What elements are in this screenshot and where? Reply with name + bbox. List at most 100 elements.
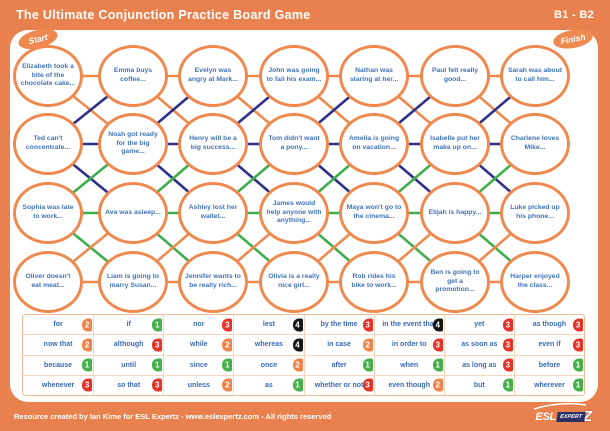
conjunction-word: in case bbox=[327, 341, 351, 349]
board-space: Liam is going to marry Susan... bbox=[98, 251, 168, 313]
points-badge: 1 bbox=[152, 358, 163, 372]
conjunction-word: but bbox=[473, 381, 485, 389]
conjunction-word: nor bbox=[193, 321, 205, 329]
board-space: Ted can't concentrate... bbox=[13, 113, 83, 175]
conjunction-word: even though bbox=[388, 381, 430, 389]
board-space: Harper enjoyed the class... bbox=[500, 251, 570, 313]
conjunction-cell: although 3 bbox=[93, 335, 163, 355]
points-badge: 3 bbox=[502, 338, 513, 352]
conjunction-cell: unless 2 bbox=[163, 375, 233, 395]
board-space: Sophia was late to work... bbox=[13, 182, 83, 244]
board-space: Elijah is happy... bbox=[420, 182, 490, 244]
points-badge: 2 bbox=[432, 378, 443, 392]
esl-expertz-logo: ESL EXPERT Z bbox=[534, 402, 592, 425]
conjunction-word: until bbox=[121, 361, 137, 369]
conjunction-word: because bbox=[44, 361, 73, 369]
points-badge: 3 bbox=[82, 378, 93, 392]
points-badge: 2 bbox=[222, 378, 233, 392]
board-space: Tom didn't want a pony... bbox=[259, 113, 329, 175]
board-space: Amelia is going on vacation... bbox=[339, 113, 409, 175]
board-space: Ava was asleep... bbox=[98, 182, 168, 244]
board-space: Isabelle put her make up on... bbox=[420, 113, 490, 175]
conjunction-word: lest bbox=[262, 321, 275, 329]
points-badge: 3 bbox=[573, 338, 583, 352]
points-badge: 2 bbox=[82, 318, 93, 332]
points-badge: 2 bbox=[362, 338, 373, 352]
conjunction-word: even if bbox=[538, 341, 561, 349]
conjunction-word: in order to bbox=[391, 341, 427, 349]
conjunction-word: by the time bbox=[320, 321, 358, 329]
board-space: Sarah was about to call him... bbox=[500, 45, 570, 107]
conjunction-word: once bbox=[260, 361, 278, 369]
conjunction-cell: since 1 bbox=[163, 355, 233, 375]
conjunction-cell: now that 2 bbox=[23, 335, 93, 354]
board-space: Nathan was staring at her... bbox=[339, 45, 409, 107]
conjunction-word: wherever bbox=[534, 381, 565, 389]
conjunction-word: as though bbox=[532, 321, 567, 329]
board-space: Ben is going to get a promotion... bbox=[420, 251, 490, 313]
points-badge: 3 bbox=[362, 318, 373, 332]
points-badge: 1 bbox=[432, 358, 443, 372]
board-space: James would help anyone with anything... bbox=[259, 182, 329, 244]
board-space: Elizabeth took a bite of the chocolate c… bbox=[13, 45, 83, 107]
board-space: Maya won't go to the cinema... bbox=[339, 182, 409, 244]
header: The Ultimate Conjunction Practice Board … bbox=[0, 0, 610, 30]
points-badge: 3 bbox=[152, 338, 163, 352]
points-badge: 4 bbox=[292, 318, 303, 332]
board-space: Rob rides his bike to work... bbox=[339, 251, 409, 313]
page-title: The Ultimate Conjunction Practice Board … bbox=[16, 8, 311, 22]
points-badge: 1 bbox=[362, 358, 373, 372]
conjunction-word: while bbox=[190, 341, 208, 349]
conjunction-cell: wherever 1 bbox=[513, 375, 584, 395]
board-space: Paul felt really good... bbox=[420, 45, 490, 107]
conjunction-word: unless bbox=[187, 381, 210, 389]
conjunction-word: although bbox=[113, 341, 144, 349]
board-space: Olivia is a really nice girl... bbox=[259, 251, 329, 313]
conjunction-word: if bbox=[126, 321, 131, 329]
points-badge: 1 bbox=[573, 378, 583, 392]
points-badge: 1 bbox=[152, 318, 163, 332]
points-badge: 3 bbox=[222, 318, 233, 332]
conjunction-word: since bbox=[189, 361, 208, 369]
conjunction-word: after bbox=[331, 361, 347, 369]
points-badge: 3 bbox=[502, 318, 513, 332]
conjunction-cell: nor 3 bbox=[163, 315, 233, 335]
conjunction-cell: whereas 4 bbox=[233, 335, 303, 355]
points-badge: 3 bbox=[432, 338, 443, 352]
conjunction-cell: after 1 bbox=[303, 355, 374, 375]
credit-text: Resource created by Ian Kime for ESL Exp… bbox=[14, 412, 332, 421]
conjunction-word: whenever bbox=[41, 381, 75, 389]
points-badge: 3 bbox=[152, 378, 163, 392]
conjunction-cell: when 1 bbox=[373, 355, 444, 375]
points-badge: 2 bbox=[82, 338, 93, 352]
points-badge: 1 bbox=[222, 358, 233, 372]
points-badge: 1 bbox=[292, 378, 303, 392]
board-space: Ashley lost her wallet... bbox=[178, 182, 248, 244]
conjunction-word: whereas bbox=[254, 341, 283, 349]
conjunction-word: now that bbox=[43, 341, 73, 349]
points-badge: 4 bbox=[292, 338, 303, 352]
conjunction-word: in the event that bbox=[382, 321, 437, 329]
conjunction-word: before bbox=[538, 361, 561, 369]
board-space: Henry will be a big success... bbox=[178, 113, 248, 175]
conjunction-word: as soon as bbox=[461, 341, 498, 349]
board-space: Noah got ready for the big game... bbox=[98, 113, 168, 175]
logo-z-arrow-icon: Z bbox=[582, 408, 592, 425]
conjunction-word: when bbox=[400, 361, 419, 369]
conjunction-word: whether or not bbox=[314, 381, 364, 389]
